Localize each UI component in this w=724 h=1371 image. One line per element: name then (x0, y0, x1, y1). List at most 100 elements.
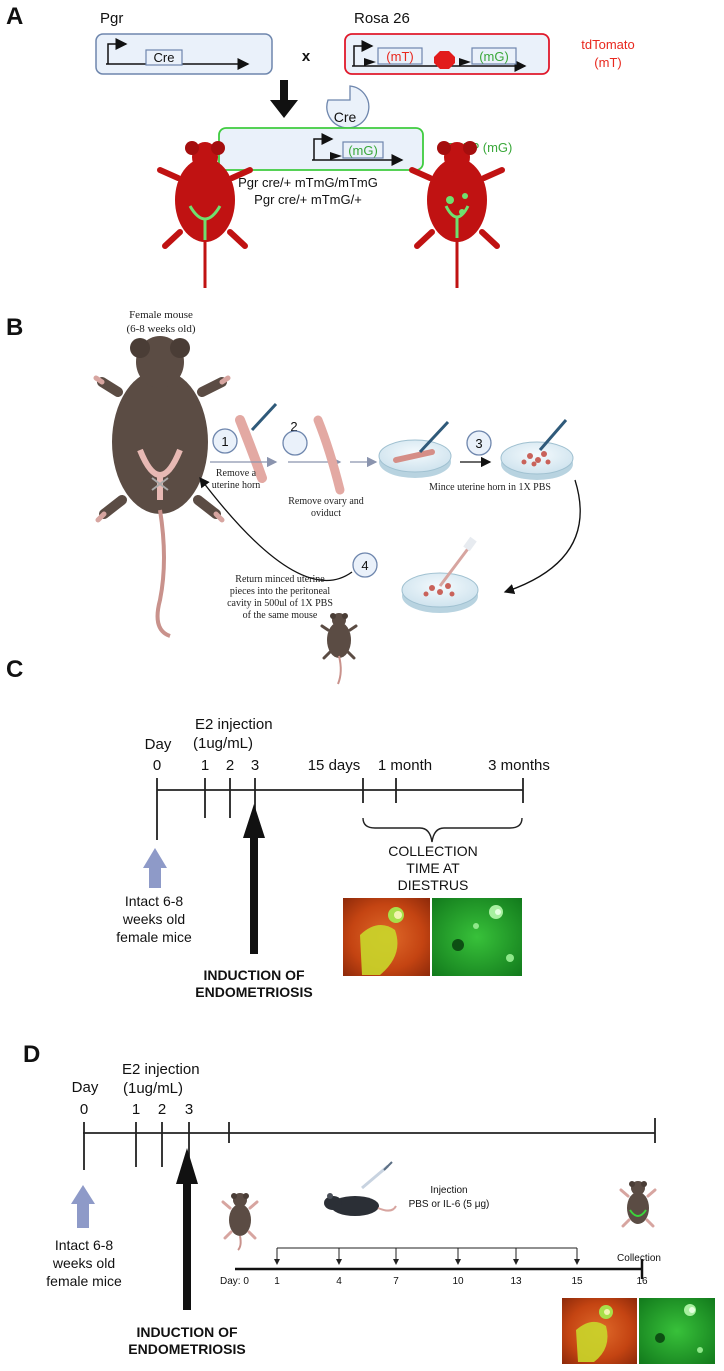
collection-line-3: DIESTRUS (398, 877, 469, 893)
step-4-text-line-1: Return minced uterine (235, 574, 325, 585)
cross-symbol: x (302, 48, 311, 65)
female-mouse-icon (93, 336, 231, 638)
red-mouse-right-icon (409, 141, 505, 288)
result-box (218, 127, 424, 171)
minced-tissue-dish-icon (401, 536, 479, 613)
panel-b: B Female mouse (6-8 weeks old) 1 Remove … (6, 309, 581, 685)
timeline-d-day: 1 (132, 1101, 140, 1118)
red-mouse-left-icon (157, 141, 253, 288)
collection-line-1: COLLECTION (388, 843, 477, 859)
mouse-collection-icon (619, 1181, 657, 1228)
panel-label-d: D (23, 1041, 40, 1068)
sub-day-label: 4 (336, 1276, 342, 1287)
sub-day-label: 10 (452, 1276, 464, 1287)
step-2-text-line-1: Remove ovary and (288, 496, 364, 507)
cre-gene-box (145, 49, 183, 66)
recombined-construct: (mG) (218, 127, 424, 171)
fluorescence-image-green (432, 898, 522, 976)
collection-bracket (362, 817, 523, 843)
pgr-title: Pgr (100, 10, 123, 27)
timeline-c-later-label: 15 days (308, 757, 361, 774)
sub-day-label: 15 (571, 1276, 583, 1287)
tdtomato-label: tdTomato (581, 37, 634, 52)
fluorescence-image-green (639, 1298, 715, 1364)
e2-injection-label: E2 injection (122, 1061, 200, 1078)
mt-box (377, 47, 423, 65)
collection-line-2: TIME AT (406, 860, 460, 876)
promoter-arrow-icon (353, 40, 374, 66)
scalpel-icon (250, 402, 278, 432)
step-1-number: 1 (221, 434, 228, 449)
e2-injection-label: E2 injection (195, 716, 273, 733)
promoter-arrow-icon (107, 38, 128, 64)
petri-dish-icon (378, 420, 452, 478)
timeline-c-day: 3 (251, 757, 259, 774)
induction-line-1: INDUCTION OF (136, 1324, 238, 1340)
injection-line-1: Injection (430, 1185, 467, 1196)
rosa26-title: Rosa 26 (354, 10, 410, 27)
step-4-text-line-2: pieces into the peritoneal (230, 586, 330, 597)
e2-dose-label: (1ug/mL) (193, 735, 253, 752)
timeline-d-day: 0 (80, 1101, 88, 1118)
sub-day-label: 1 (274, 1276, 280, 1287)
genotype-line-2: Pgr cre/+ mTmG/+ (254, 192, 362, 207)
sub-day-label: 7 (393, 1276, 399, 1287)
intact-arrow-icon (71, 1185, 95, 1228)
injected-mouse-icon (324, 1161, 397, 1216)
sub-day-label: 13 (510, 1276, 522, 1287)
day-label: Day (145, 736, 172, 753)
step-2-badge (282, 430, 308, 456)
mouse-day0-icon (221, 1193, 259, 1251)
minced-tissue-dish-icon (500, 419, 574, 480)
step-4-text-line-3: cavity in 500ul of 1X PBS (227, 598, 333, 609)
loxp-triangle-icon (459, 58, 471, 66)
flow-arrow (503, 479, 581, 595)
stop-octagon-icon (434, 51, 455, 69)
sub-day-label: 16 (636, 1276, 648, 1287)
mg-box (342, 141, 384, 159)
step-1-text-line-1: Remove a (216, 468, 257, 479)
promoter-arrow-icon (313, 133, 334, 160)
mg-label: (mG) (479, 49, 509, 64)
return-arrow (199, 476, 353, 582)
e2-dose-label: (1ug/mL) (123, 1080, 183, 1097)
genotype-line-1: Pgr cre/+ mTmG/mTmG (238, 175, 378, 190)
induction-arrow-icon (176, 1148, 198, 1310)
cre-gene-label: Cre (154, 50, 175, 65)
panel-label-b: B (6, 314, 23, 341)
intact-line-3: female mice (116, 929, 192, 945)
pgr-box (95, 33, 273, 75)
down-arrow-icon (270, 80, 298, 118)
induction-arrow-icon (243, 804, 265, 954)
timeline-d-day: 2 (158, 1101, 166, 1118)
induction-line-1: INDUCTION OF (203, 967, 305, 983)
timeline-c-later-label: 1 month (378, 757, 432, 774)
intact-line-2: weeks old (122, 911, 185, 927)
loxp-triangle-icon (330, 152, 342, 160)
injection-arrows (274, 1248, 580, 1265)
step-3-number: 3 (475, 436, 482, 451)
timeline-c-later-label: 3 months (488, 757, 550, 774)
intact-line-3: female mice (46, 1273, 122, 1289)
intact-line-1: Intact 6-8 (125, 893, 184, 909)
timeline-c-day: 1 (201, 757, 209, 774)
cre-protein-icon (326, 85, 370, 129)
rosa26-construct: Rosa 26 (mT) (mG) (344, 10, 550, 75)
intact-arrow-icon (143, 848, 167, 888)
panel-label-c: C (6, 656, 23, 683)
step-3-text: Mince uterine horn in 1X PBS (429, 482, 551, 493)
collection-label: Collection (617, 1253, 661, 1264)
day-label: Day (72, 1079, 99, 1096)
mouse-label: Female mouse (129, 309, 193, 321)
induction-line-2: ENDOMETRIOSIS (128, 1341, 245, 1357)
mg-label: (mG) (348, 143, 378, 158)
mouse-age-label: (6-8 weeks old) (126, 323, 195, 335)
uterine-horn-icon (313, 415, 345, 495)
step-4-text-line-4: of the same mouse (243, 610, 318, 621)
step-2-number: 2 (290, 419, 297, 434)
step-4-number: 4 (361, 558, 368, 573)
mg-box (471, 47, 517, 65)
